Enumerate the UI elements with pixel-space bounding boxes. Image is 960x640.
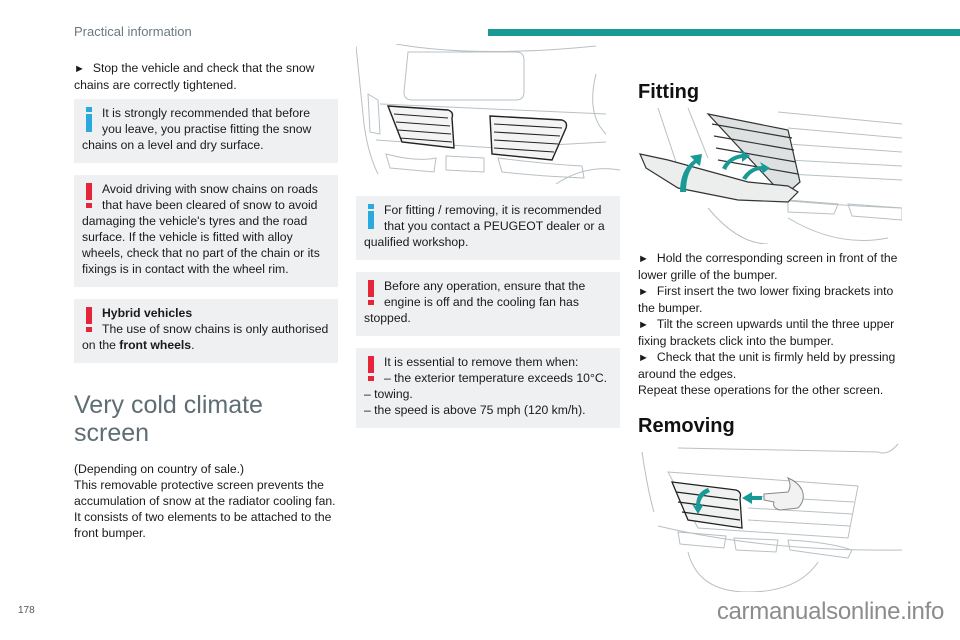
fitting-repeat: Repeat these operations for the other sc…	[638, 383, 884, 397]
left-screen-icon	[386, 105, 455, 149]
fitting-step: ►First insert the two lower fixing brack…	[638, 284, 894, 315]
left-column: ►Stop the vehicle and check that the sno…	[74, 60, 338, 541]
info-icon	[366, 204, 376, 230]
intro-line: This removable protective screen prevent…	[74, 478, 336, 540]
warning-note-text: Before any operation, ensure that the en…	[364, 279, 586, 325]
hybrid-note-text: The use of snow chains is only authorise…	[82, 322, 329, 352]
removal-condition: – the speed is above 75 mph (120 km/h).	[364, 403, 586, 417]
insert-arrow-icon	[680, 150, 770, 192]
info-note-text: For fitting / removing, it is recommende…	[364, 203, 605, 249]
info-icon	[84, 107, 94, 133]
header-accent-bar	[488, 29, 960, 36]
step-item: ►Stop the vehicle and check that the sno…	[74, 60, 338, 93]
warning-note: Avoid driving with snow chains on roads …	[74, 175, 338, 287]
step-text: Stop the vehicle and check that the snow…	[74, 61, 315, 92]
removal-conditions-note: It is essential to remove them when: – t…	[356, 348, 620, 428]
fitting-illustration	[638, 108, 902, 244]
warning-note-text: Avoid driving with snow chains on roads …	[82, 182, 320, 276]
hand-icon	[763, 477, 804, 511]
intro-line: (Depending on country of sale.)	[74, 462, 245, 476]
fitting-step: ►Check that the unit is firmly held by p…	[638, 350, 896, 381]
middle-column: For fitting / removing, it is recommende…	[356, 44, 620, 440]
right-screen-icon	[489, 115, 568, 161]
tilt-arrow-icon	[692, 488, 762, 514]
section-heading: Very cold climate screen	[74, 391, 263, 447]
info-note: It is strongly recommended that before y…	[74, 99, 338, 163]
removing-illustration	[641, 443, 902, 592]
warning-icon	[84, 307, 94, 333]
screen-part-icon	[670, 481, 743, 529]
fitting-heading: Fitting	[638, 81, 700, 103]
front-grille-illustration	[356, 44, 620, 185]
hybrid-note-title: Hybrid vehicles	[102, 306, 193, 320]
hybrid-warning-note: Hybrid vehicles The use of snow chains i…	[74, 299, 338, 363]
warning-icon	[366, 356, 376, 382]
fitting-step: ►Hold the corresponding screen in front …	[638, 251, 898, 282]
removing-heading: Removing	[638, 415, 735, 437]
warning-icon	[84, 183, 94, 209]
page-number: 178	[18, 605, 35, 616]
removal-condition: – towing.	[364, 387, 413, 401]
running-head: Practical information	[74, 24, 192, 39]
removal-condition: – the exterior temperature exceeds 10°C.	[384, 371, 608, 385]
right-column: Fitting ►Hold the corresponding screen i…	[638, 80, 902, 592]
fitting-step: ►Tilt the screen upwards until the three…	[638, 317, 895, 348]
watermark-link[interactable]: carmanualsonline.info	[716, 598, 944, 625]
warning-note: Before any operation, ensure that the en…	[356, 272, 620, 336]
removal-conditions-intro: It is essential to remove them when:	[384, 355, 579, 369]
step-marker-icon: ►	[74, 63, 85, 75]
info-note: For fitting / removing, it is recommende…	[356, 196, 620, 260]
warning-icon	[366, 280, 376, 306]
info-note-text: It is strongly recommended that before y…	[82, 106, 312, 152]
